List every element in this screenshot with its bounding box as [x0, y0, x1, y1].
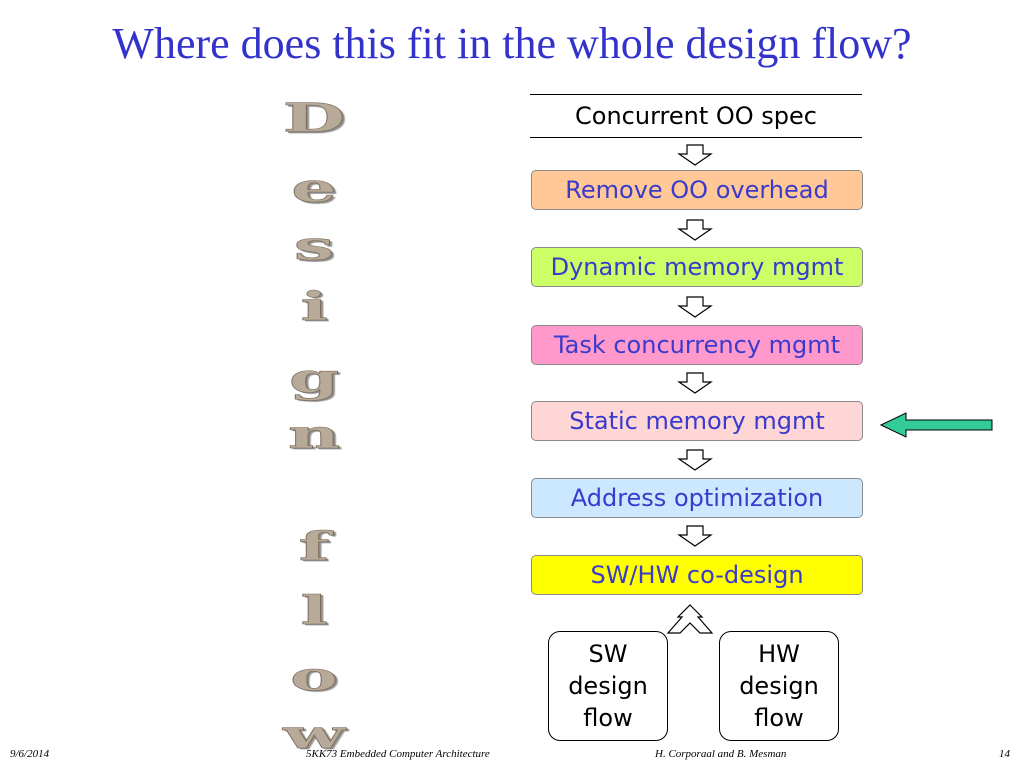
vertical-letter: g — [288, 354, 340, 402]
footer-course: 5KK73 Embedded Computer Architecture — [306, 748, 490, 760]
footer-page-number: 14 — [999, 748, 1010, 760]
left-arrow-pointer-icon — [880, 412, 993, 438]
spec-label: Concurrent OO spec — [575, 102, 817, 130]
vertical-letter: D — [282, 94, 346, 142]
pointer-arrow-shape — [880, 412, 993, 438]
step-dynamic-memory-mgmt: Dynamic memory mgmt — [531, 247, 863, 287]
step-label: Dynamic memory mgmt — [550, 253, 844, 281]
step-address-optimization: Address optimization — [531, 478, 863, 518]
down-arrow-icon — [677, 449, 713, 471]
down-arrow-icon — [677, 525, 713, 547]
step-label: Address optimization — [570, 484, 824, 512]
vertical-letter: i — [300, 282, 328, 330]
down-arrow-icon — [677, 144, 713, 166]
step-label: Static memory mgmt — [569, 407, 825, 435]
step-sw-hw-co-design: SW/HW co-design — [531, 555, 863, 595]
vertical-letter: w — [283, 710, 346, 758]
step-task-concurrency-mgmt: Task concurrency mgmt — [531, 325, 863, 365]
hw-design-flow-box: HW design flow — [719, 631, 839, 741]
hw-flow-line1: HW — [758, 640, 800, 668]
vertical-letter: n — [287, 410, 341, 458]
step-static-memory-mgmt: Static memory mgmt — [531, 401, 863, 441]
vertical-letter: s — [293, 222, 335, 270]
sw-flow-line2: design — [568, 672, 648, 700]
vertical-letter: e — [291, 164, 338, 212]
vertical-letter: l — [300, 586, 328, 634]
step-label: Remove OO overhead — [565, 176, 829, 204]
hw-flow-line3: flow — [754, 704, 804, 732]
footer-date: 9/6/2014 — [10, 748, 50, 760]
split-arrow-icon — [666, 604, 714, 634]
step-remove-oo-overhead: Remove OO overhead — [531, 170, 863, 210]
concurrent-oo-spec-box: Concurrent OO spec — [530, 94, 862, 138]
step-label: SW/HW co-design — [590, 561, 804, 589]
down-arrow-icon — [677, 372, 713, 394]
sw-design-flow-box: SW design flow — [548, 631, 668, 741]
down-arrow-icon — [677, 296, 713, 318]
down-arrow-icon — [677, 219, 713, 241]
vertical-letter: o — [289, 652, 339, 700]
sw-flow-line3: flow — [583, 704, 633, 732]
footer-authors: H. Corporaal and B. Mesman — [655, 748, 787, 760]
hw-flow-line2: design — [739, 672, 819, 700]
slide-title: Where does this fit in the whole design … — [112, 19, 912, 68]
vertical-letter: f — [298, 522, 330, 570]
sw-flow-line1: SW — [588, 640, 628, 668]
step-label: Task concurrency mgmt — [553, 331, 841, 359]
